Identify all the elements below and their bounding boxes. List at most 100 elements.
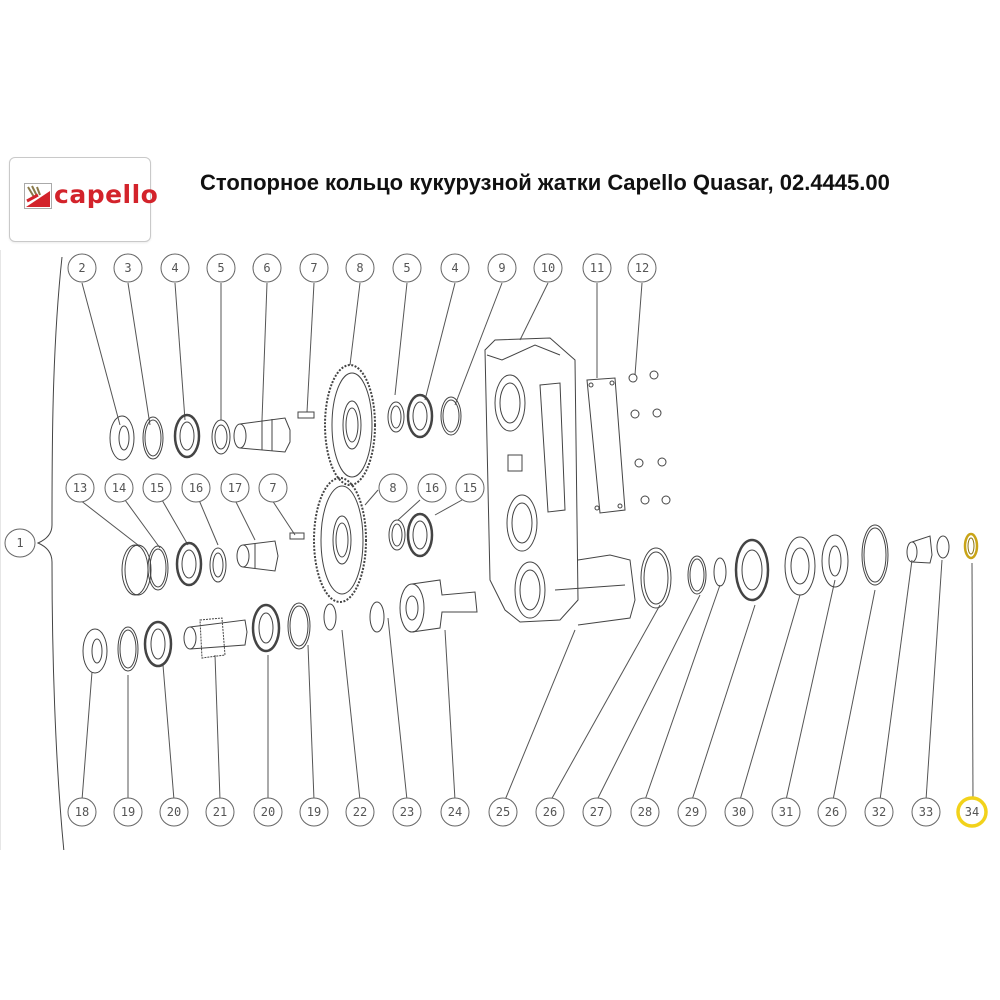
svg-text:2: 2: [78, 261, 85, 275]
svg-text:5: 5: [403, 261, 410, 275]
part-2-seal: [109, 415, 135, 461]
svg-text:33: 33: [919, 805, 933, 819]
exploded-parts-diagram: 1 2 3 4 5 6 7 8 5 4 9 10 11 12 13 14 15 …: [4, 253, 988, 850]
callout-1: 1: [4, 528, 36, 558]
svg-text:8: 8: [389, 481, 396, 495]
part-16-washer: [209, 547, 227, 583]
callout-mid-17: 17: [220, 473, 250, 503]
part-4-bearing: [173, 413, 201, 459]
callout-top-5b: 5: [392, 253, 422, 283]
svg-text:3: 3: [124, 261, 131, 275]
callout-mid-16b: 16: [417, 473, 447, 503]
part-19-circlip-b: [287, 602, 311, 650]
logo-text: capello: [54, 180, 159, 209]
leader-lines-middle: [79, 489, 463, 549]
callout-bot-21: 21: [205, 797, 235, 827]
svg-text:9: 9: [498, 261, 505, 275]
callout-top-7: 7: [299, 253, 329, 283]
part-34-retaining-ring-highlighted: [963, 532, 979, 560]
svg-text:16: 16: [425, 481, 439, 495]
part-19-circlip: [117, 626, 139, 672]
svg-text:26: 26: [825, 805, 839, 819]
callout-mid-8: 8: [378, 473, 408, 503]
svg-text:7: 7: [310, 261, 317, 275]
callout-top-5: 5: [206, 253, 236, 283]
callout-circles: 1 2 3 4 5 6 7 8 5 4 9 10 11 12 13 14 15 …: [4, 253, 988, 828]
part-24-hub: [399, 579, 478, 633]
part-11-cover-plate: [586, 377, 626, 514]
svg-text:19: 19: [121, 805, 135, 819]
callout-top-6: 6: [252, 253, 282, 283]
callout-bot-31: 31: [771, 797, 801, 827]
callout-top-4b: 4: [440, 253, 470, 283]
callout-bot-19: 19: [113, 797, 143, 827]
part-14-circlip: [147, 545, 169, 591]
svg-text:15: 15: [150, 481, 164, 495]
svg-text:8: 8: [356, 261, 363, 275]
callout-top-11: 11: [582, 253, 612, 283]
svg-text:25: 25: [496, 805, 510, 819]
part-17-shaft: [236, 540, 279, 572]
callout-bot-22: 22: [345, 797, 375, 827]
part-32-bushing: [906, 535, 933, 564]
callout-top-12: 12: [627, 253, 657, 283]
svg-text:24: 24: [448, 805, 462, 819]
svg-text:21: 21: [213, 805, 227, 819]
svg-text:22: 22: [353, 805, 367, 819]
svg-text:13: 13: [73, 481, 87, 495]
part-18-seal: [82, 628, 108, 674]
callout-bot-26b: 26: [817, 797, 847, 827]
callout-mid-16: 16: [181, 473, 211, 503]
svg-text:15: 15: [463, 481, 477, 495]
part-7-key: [297, 411, 315, 419]
svg-text:10: 10: [541, 261, 555, 275]
callout-top-10: 10: [533, 253, 563, 283]
callout-top-9: 9: [487, 253, 517, 283]
page-title: Стопорное кольцо кукурузной жатки Capell…: [200, 170, 890, 195]
svg-text:19: 19: [307, 805, 321, 819]
group-brace: [36, 256, 65, 850]
part-7-key-b: [289, 532, 305, 540]
svg-text:29: 29: [685, 805, 699, 819]
part-4-bearing-b: [406, 393, 434, 439]
part-30-seal: [784, 536, 816, 596]
callout-mid-15b: 15: [455, 473, 485, 503]
part-9-ring: [440, 396, 462, 436]
callout-mid-13: 13: [65, 473, 95, 503]
leader-lines-top: [81, 282, 643, 426]
callout-mid-7: 7: [258, 473, 288, 503]
callout-bot-29: 29: [677, 797, 707, 827]
part-12-bolts: [628, 370, 671, 505]
callout-bot-24: 24: [440, 797, 470, 827]
part-3-circlip: [142, 416, 164, 460]
callout-top-4: 4: [160, 253, 190, 283]
part-28-circlip: [713, 557, 727, 587]
part-16-washer-b: [388, 519, 406, 551]
part-5-washer: [211, 419, 231, 455]
part-15-bearing: [175, 541, 203, 587]
part-31-washer: [821, 534, 849, 588]
part-8-gear: [324, 364, 376, 486]
part-8-gear-b: [313, 477, 367, 603]
callout-bot-20b: 20: [253, 797, 283, 827]
callout-top-3: 3: [113, 253, 143, 283]
svg-text:1: 1: [16, 536, 23, 550]
part-20-bearing: [143, 620, 173, 668]
callout-bot-19b: 19: [299, 797, 329, 827]
callout-bot-27: 27: [582, 797, 612, 827]
svg-text:18: 18: [75, 805, 89, 819]
svg-text:7: 7: [269, 481, 276, 495]
callout-bot-32: 32: [864, 797, 894, 827]
svg-text:14: 14: [112, 481, 126, 495]
svg-text:12: 12: [635, 261, 649, 275]
part-22-circlip: [323, 603, 337, 631]
svg-text:4: 4: [451, 261, 458, 275]
callout-bot-33: 33: [911, 797, 941, 827]
svg-text:34: 34: [965, 805, 979, 819]
svg-text:17: 17: [228, 481, 242, 495]
svg-text:20: 20: [261, 805, 275, 819]
part-20-bearing-b: [251, 603, 281, 653]
callout-bot-25: 25: [488, 797, 518, 827]
part-27-ring: [687, 555, 707, 595]
svg-text:28: 28: [638, 805, 652, 819]
